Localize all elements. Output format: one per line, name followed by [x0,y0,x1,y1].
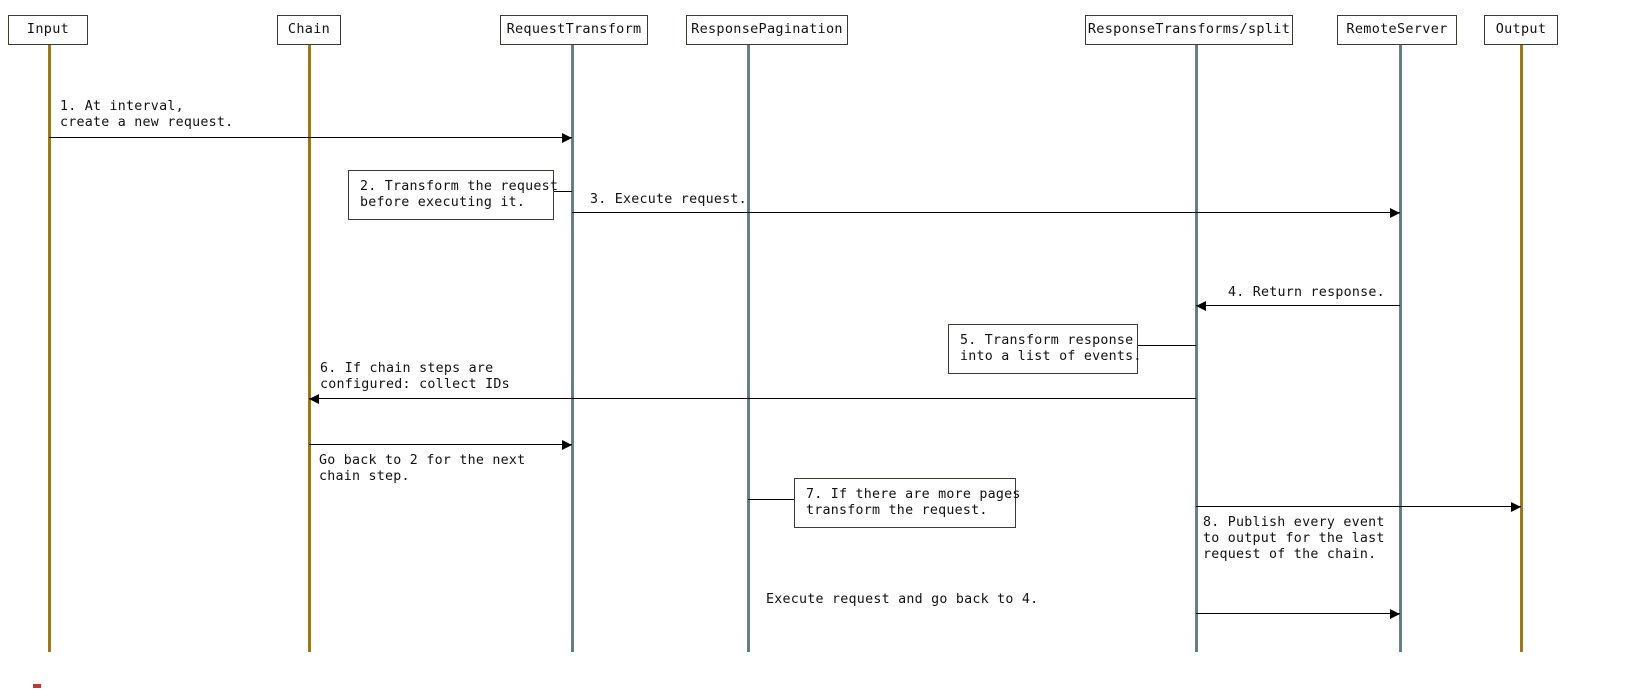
message-line-m8 [1196,506,1521,507]
message-line-m6 [309,398,1196,399]
participant-label: RequestTransform [506,21,642,38]
lifeline-input [48,45,51,652]
participant-label: RemoteServer [1346,21,1448,38]
note-text: 5. Transform response into a list of eve… [960,333,1142,364]
note-connector-n5 [1138,345,1196,346]
arrowhead-m8 [1511,501,1521,512]
message-label-m3: 3. Execute request. [590,192,747,207]
lifeline-respxform [1195,45,1198,652]
lifeline-chain [308,45,311,652]
note-connector-n7 [748,499,794,500]
message-label-m4: 4. Return response. [1228,285,1385,300]
message-label-m_exec_back: Execute request and go back to 4. [766,592,1039,607]
participant-label: Output [1495,21,1547,38]
arrowhead-m6 [309,393,319,404]
participant-label: Chain [287,21,331,38]
message-label-m8: 8. Publish every event to output for the… [1203,515,1385,562]
participant-label: Input [26,21,70,38]
note-n5[interactable]: 5. Transform response into a list of eve… [948,324,1141,374]
arrowhead-m4 [1196,300,1206,311]
note-text: 2. Transform the request before executin… [360,179,559,210]
participant-resppage[interactable]: ResponsePagination [686,15,848,45]
participant-remote[interactable]: RemoteServer [1337,15,1457,45]
message-line-m_goback [309,444,572,445]
message-label-m1: 1. At interval, create a new request. [60,99,234,130]
message-line-m1 [49,137,572,138]
arrowhead-m3 [1390,207,1400,218]
message-line-m4 [1196,305,1400,306]
message-label-m6: 6. If chain steps are configured: collec… [320,361,510,392]
participant-respxform[interactable]: ResponseTransforms/split [1085,15,1293,45]
message-line-m_exec_back [1196,613,1400,614]
participant-input[interactable]: Input [8,15,88,45]
note-connector-n2 [554,191,572,192]
message-line-m3 [572,212,1400,213]
arrowhead-m_exec_back [1390,608,1400,619]
message-label-m_goback: Go back to 2 for the next chain step. [319,453,526,484]
corner-mark [33,684,41,688]
arrowhead-m1 [562,132,572,143]
lifeline-remote [1399,45,1402,652]
participant-output[interactable]: Output [1484,15,1558,45]
lifeline-reqxform [571,45,574,652]
note-text: 7. If there are more pages transform the… [806,487,1021,518]
lifeline-resppage [747,45,750,652]
participant-label: ResponseTransforms/split [1087,21,1291,38]
participant-chain[interactable]: Chain [277,15,341,45]
note-n7[interactable]: 7. If there are more pages transform the… [794,478,1020,528]
arrowhead-m_goback [562,439,572,450]
note-n2[interactable]: 2. Transform the request before executin… [348,170,558,220]
participant-reqxform[interactable]: RequestTransform [500,15,648,45]
participant-label: ResponsePagination [691,21,843,38]
lifeline-output [1520,45,1523,652]
